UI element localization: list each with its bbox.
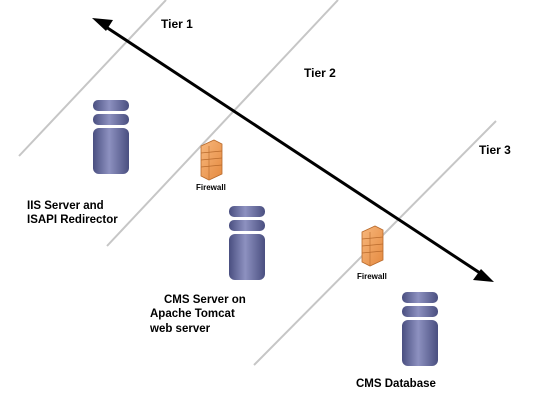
node-label-iis-line-2: ISAPI Redirector bbox=[27, 214, 118, 227]
tier-divider-2 bbox=[106, 0, 339, 247]
arrowhead-end-icon bbox=[473, 269, 494, 282]
node-label-cms-line-1: CMS Server on bbox=[164, 294, 246, 306]
node-label-database: CMS Database bbox=[356, 377, 436, 391]
firewall-icon-1 bbox=[200, 139, 223, 181]
node-label-cms-line-3: web server bbox=[150, 322, 211, 335]
tier-span-arrow bbox=[92, 18, 494, 282]
arrowhead-start-icon bbox=[92, 18, 113, 31]
node-label-iis-line-1: IIS Server and bbox=[27, 200, 104, 212]
node-label-database-line-1: CMS Database bbox=[356, 378, 436, 390]
firewall-label-2: Firewall bbox=[357, 272, 387, 281]
node-label-cms: CMS Server on Apache Tomcat web server bbox=[150, 293, 246, 336]
node-label-iis: IIS Server and ISAPI Redirector bbox=[27, 199, 118, 228]
tier-label-2: Tier 2 bbox=[304, 66, 336, 80]
firewall-label-1: Firewall bbox=[196, 183, 226, 192]
firewall-icon-2 bbox=[361, 225, 384, 267]
tier-label-3: Tier 3 bbox=[479, 143, 511, 157]
server-icon-iis bbox=[93, 100, 129, 174]
server-icon-cms bbox=[229, 206, 265, 280]
tier-divider-1 bbox=[18, 0, 167, 157]
tier-label-1: Tier 1 bbox=[161, 17, 193, 31]
server-icon-database bbox=[402, 292, 438, 366]
node-label-cms-line-2: Apache Tomcat bbox=[150, 308, 235, 321]
